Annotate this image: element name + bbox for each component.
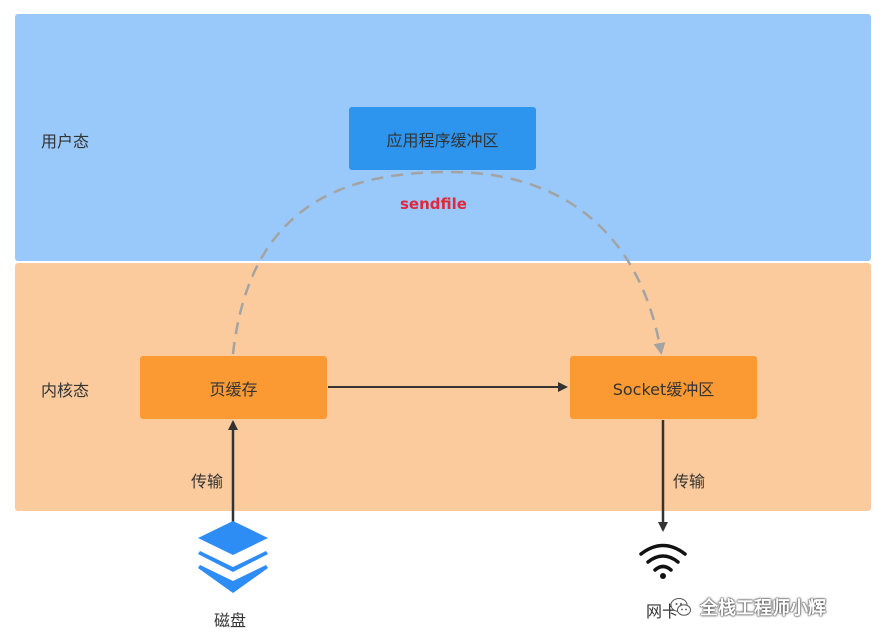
watermark: 全栈工程师小辉 [670, 594, 826, 620]
wifi-dot [660, 573, 666, 579]
transfer-label-left: 传输 [191, 472, 224, 491]
sendfile-label: sendfile [400, 195, 467, 213]
transfer-label-right: 传输 [673, 472, 706, 491]
wechat-icon [670, 598, 691, 616]
socket-buffer-box: Socket缓冲区 [570, 356, 757, 419]
disk-label: 磁盘 [214, 611, 247, 630]
watermark-text: 全栈工程师小辉 [700, 598, 826, 619]
page-cache-box: 页缓存 [140, 356, 327, 419]
wifi-icon [639, 543, 687, 572]
user-space-label: 用户态 [41, 132, 90, 151]
sendfile-arc [231, 170, 666, 355]
kernel-space-label: 内核态 [41, 381, 90, 400]
nic-label: 网卡 [646, 602, 679, 621]
layers-stack-icon [198, 521, 268, 593]
app-buffer-box: 应用程序缓冲区 [349, 107, 536, 170]
